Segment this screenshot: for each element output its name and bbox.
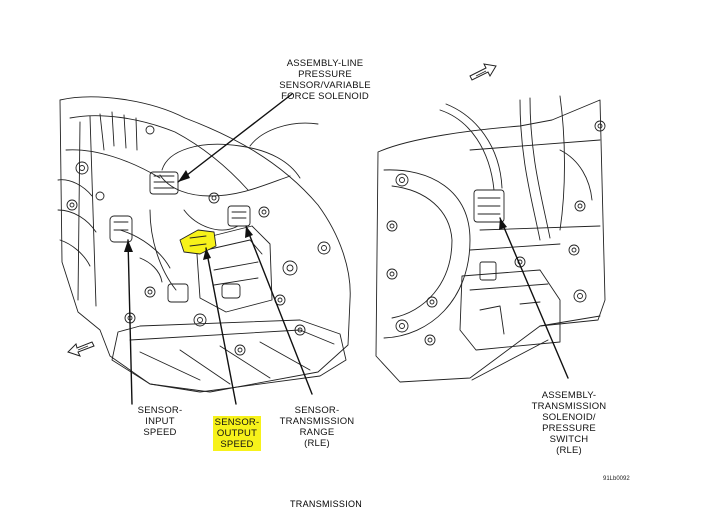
front-arrow-icon [469,63,497,81]
label-solenoid-pressure-switch: ASSEMBLY- TRANSMISSION SOLENOID/ PRESSUR… [531,390,607,456]
label-input-speed-sensor: SENSOR- INPUT SPEED [137,405,183,438]
figure-code: 91Lb0092 [603,476,630,482]
front-arrow-icon [67,341,95,357]
leader-lines [127,93,569,405]
left-transmission-view [57,96,351,393]
figure-caption: TRANSMISSION [290,499,363,509]
leader-arrowheads [124,170,507,260]
label-output-speed-sensor: SENSOR- OUTPUT SPEED [210,405,264,451]
label-range-sensor: SENSOR- TRANSMISSION RANGE (RLE) [279,405,355,449]
right-transmission-view [375,95,606,383]
output-speed-sensor-highlight [179,229,217,255]
label-line-pressure-solenoid: ASSEMBLY-LINE PRESSURE SENSOR/VARIABLE F… [279,58,371,102]
output-speed-highlight-text: SENSOR- OUTPUT SPEED [212,416,262,451]
